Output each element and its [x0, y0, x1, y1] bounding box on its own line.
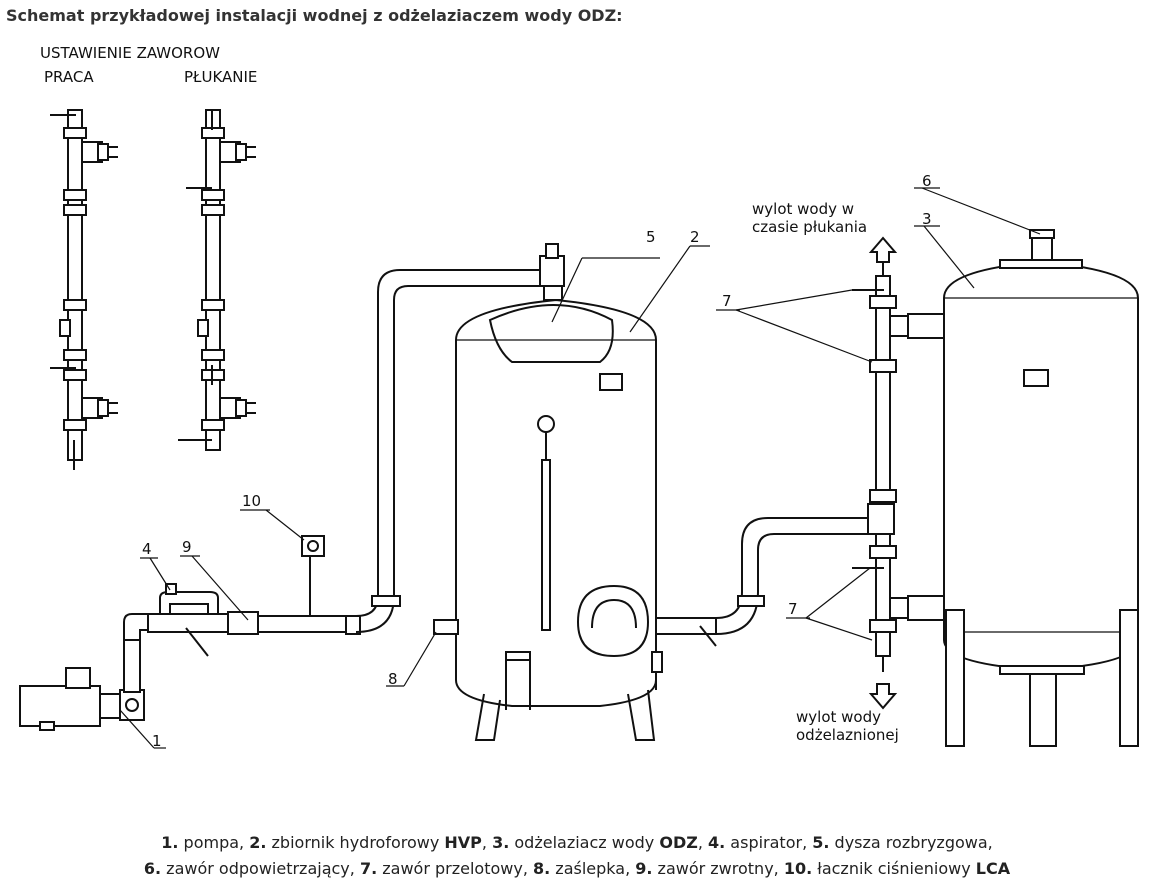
legend-text: zawór odpowietrzający, [161, 859, 360, 878]
arrow-down-icon [868, 683, 898, 710]
tank-odz [943, 229, 1139, 747]
callout-5: 5 [646, 228, 656, 246]
installation-diagram: USTAWIENIE ZAWOROW PRACA PŁUKANIE [19, 44, 1139, 750]
legend-num: 1. [161, 833, 179, 852]
callout-8: 8 [388, 670, 398, 688]
valve-column-work [50, 109, 118, 470]
callout-leaders [119, 187, 1041, 749]
callout-4: 4 [142, 540, 152, 558]
legend-bold: ODZ [659, 833, 698, 852]
legend-text: aspirator, [725, 833, 813, 852]
valve-manifold [852, 260, 945, 672]
callout-1: 1 [152, 732, 162, 750]
callout-10: 10 [242, 492, 261, 510]
legend-num: 7. [359, 859, 378, 878]
treated-outlet-label-1: wylot wody [796, 708, 881, 726]
valve-column-flush [178, 109, 256, 451]
callout-9: 9 [182, 538, 192, 556]
mode-work-label: PRACA [44, 68, 94, 86]
legend-num: 10. [783, 859, 813, 878]
treated-outlet-label-2: odżelaznionej [796, 726, 899, 744]
flush-outlet-label-1: wylot wody w [752, 200, 854, 218]
legend-num: 4. [708, 833, 726, 852]
legend-text: dysza rozbryzgowa, [829, 833, 993, 852]
callout-7-top: 7 [722, 292, 732, 310]
flush-outlet-label-2: czasie płukania [752, 218, 867, 236]
callout-3: 3 [922, 210, 932, 228]
tank-hvp [433, 298, 663, 741]
legend-bold: HVP [444, 833, 482, 852]
legend-text: pompa, [178, 833, 250, 852]
valve-settings-heading: USTAWIENIE ZAWOROW [40, 44, 220, 62]
legend: 1. pompa, 2. zbiornik hydroforowy HVP, 3… [0, 830, 1154, 882]
legend-num: 2. [249, 833, 267, 852]
callout-6: 6 [922, 172, 932, 190]
mode-flush-label: PŁUKANIE [184, 68, 257, 86]
legend-text: łacznik ciśnieniowy [812, 859, 976, 878]
legend-line-2: 6. zawór odpowietrzający, 7. zawór przel… [0, 856, 1154, 882]
arrow-up-icon [868, 236, 898, 263]
callout-2: 2 [690, 228, 700, 246]
legend-num: 5. [812, 833, 830, 852]
legend-bold: LCA [975, 859, 1011, 878]
legend-num: 8. [532, 859, 551, 878]
legend-num: 9. [635, 859, 653, 878]
legend-text: zawór zwrotny, [652, 859, 784, 878]
legend-text: zbiornik hydroforowy [266, 833, 445, 852]
legend-line-1: 1. pompa, 2. zbiornik hydroforowy HVP, 3… [161, 833, 993, 852]
legend-num: 3. [492, 833, 510, 852]
diagram-title: Schemat przykładowej instalacji wodnej z… [6, 6, 623, 25]
outlet-pipe [655, 517, 868, 647]
legend-text: odżelaziacz wody [509, 833, 660, 852]
inlet-pipeline [123, 535, 361, 693]
legend-num: 6. [143, 859, 162, 878]
legend-text: zaślepka, [550, 859, 636, 878]
callout-7-bottom: 7 [788, 600, 798, 618]
legend-text: zawór przelotowy, [377, 859, 533, 878]
